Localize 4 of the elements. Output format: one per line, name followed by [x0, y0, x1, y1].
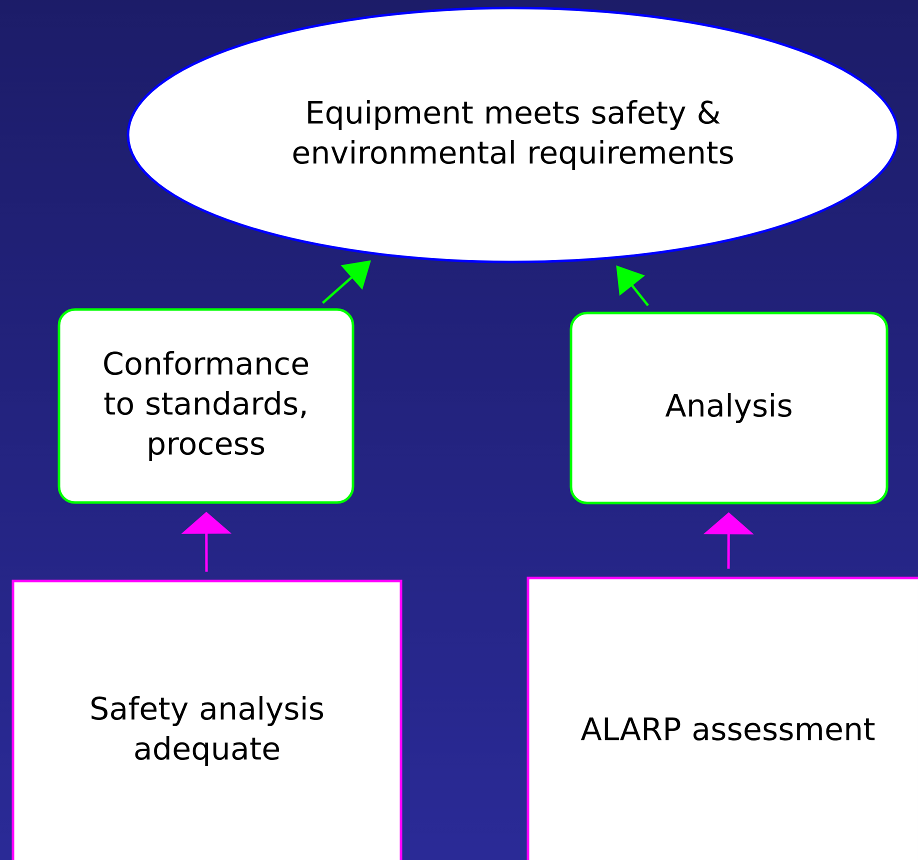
evidence-box: Safety analysis adequate — [12, 580, 402, 860]
rounded-box: Analysis — [570, 312, 888, 504]
rounded-box: Conformance to standards, process — [58, 308, 354, 504]
evidence-box: ALARP assessment — [526, 576, 918, 860]
